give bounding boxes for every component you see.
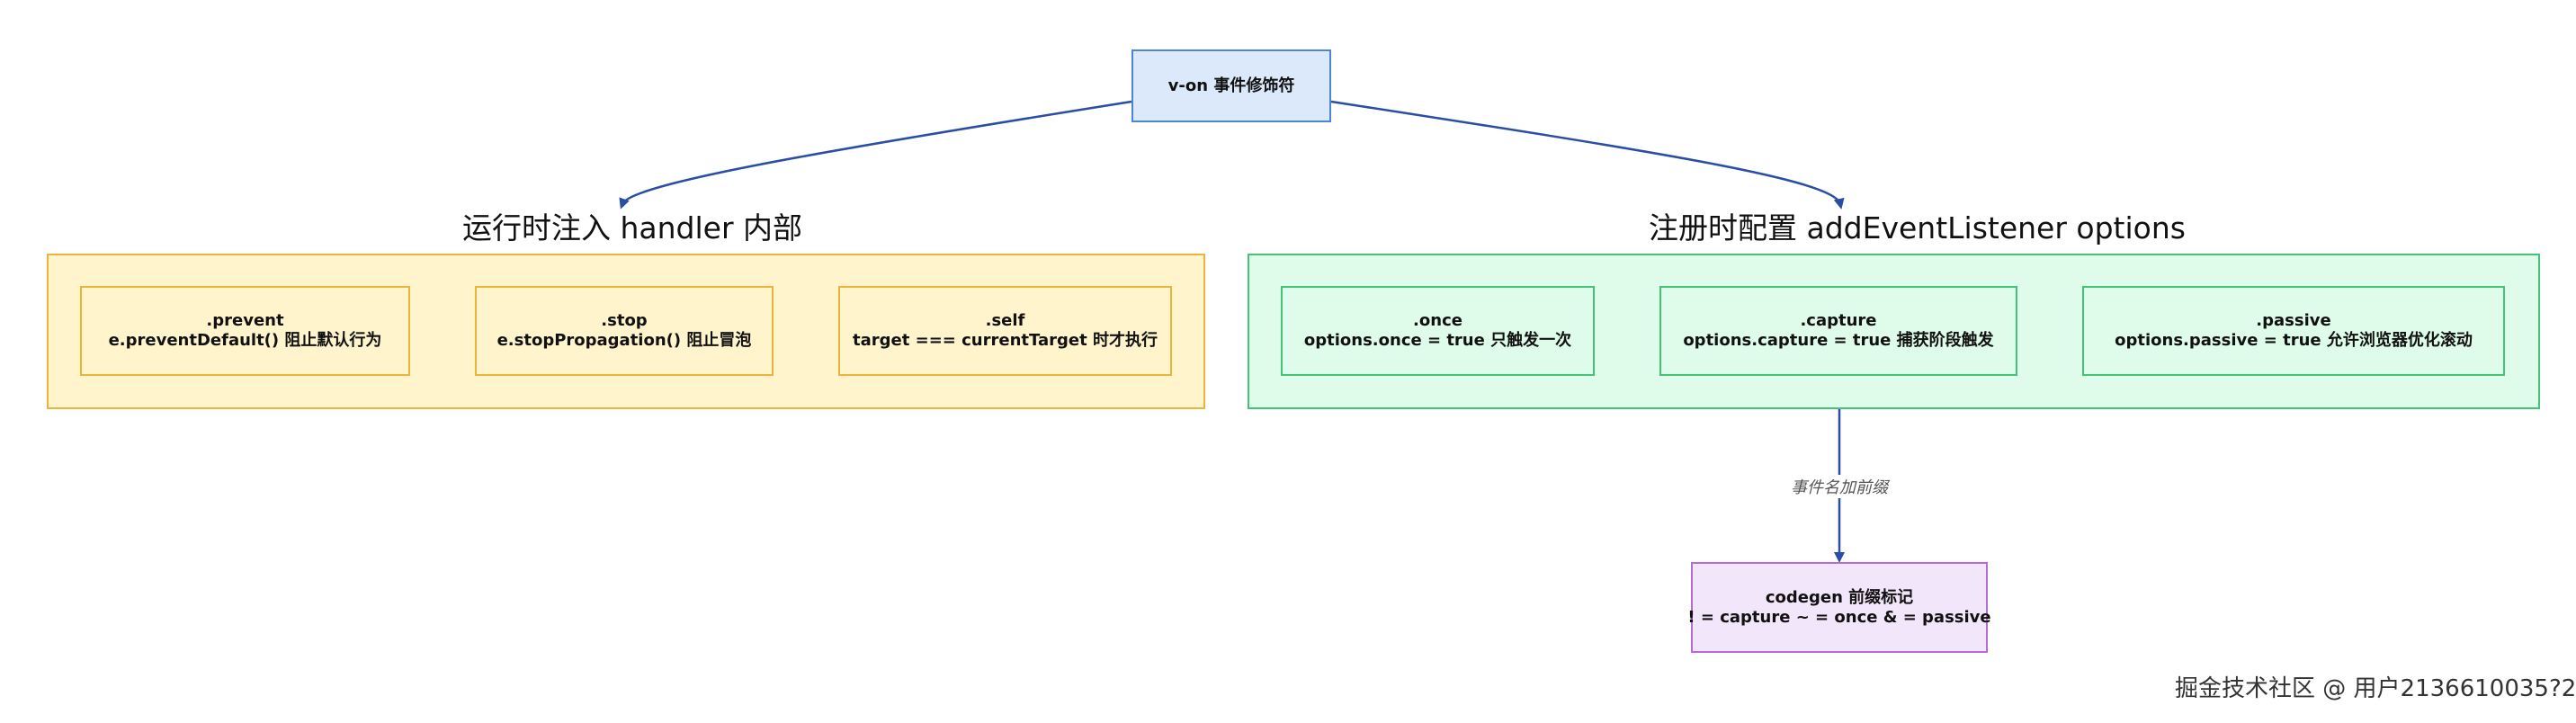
once-node-name: .once [1413,311,1462,330]
watermark: 掘金技术社区 @ 用户2136610035?2 [2175,675,2576,702]
capture-node: .capture options.capture = true 捕获阶段触发 [1659,286,2017,376]
self-node-name: .self [985,311,1025,330]
once-node-desc: options.once = true 只触发一次 [1303,331,1572,350]
edge-root-to-runtime [619,100,1132,210]
prevent-node-name: .prevent [206,311,284,330]
stop-node: .stop e.stopPropagation() 阻止冒泡 [475,286,774,376]
runtime-group-title: 运行时注入 handler 内部 [462,210,803,245]
capture-node-desc: options.capture = true 捕获阶段触发 [1683,331,1994,350]
codegen-node-desc: ! = capture ~ = once & = passive [1687,607,1991,627]
edge-root-to-register [1330,100,1845,210]
stop-node-desc: e.stopPropagation() 阻止冒泡 [496,331,752,350]
edge-label-prefix: 事件名加前缀 [1787,475,1892,498]
passive-node: .passive options.passive = true 允许浏览器优化滚… [2082,286,2505,376]
prevent-node: .prevent e.preventDefault() 阻止默认行为 [80,286,410,376]
codegen-node: codegen 前缀标记 ! = capture ~ = once & = pa… [1687,562,1991,653]
passive-node-desc: options.passive = true 允许浏览器优化滚动 [2115,331,2473,350]
passive-node-name: .passive [2256,311,2331,330]
self-node: .self target === currentTarget 时才执行 [838,286,1172,376]
root-node-label: v-on 事件修饰符 [1167,76,1295,95]
self-node-desc: target === currentTarget 时才执行 [853,331,1158,350]
root-node: v-on 事件修饰符 [1131,49,1331,122]
once-node: .once options.once = true 只触发一次 [1281,286,1595,376]
register-group-title: 注册时配置 addEventListener options [1649,210,2186,245]
capture-node-name: .capture [1800,311,1877,330]
prevent-node-desc: e.preventDefault() 阻止默认行为 [108,331,382,350]
codegen-node-title: codegen 前缀标记 [1765,587,1914,607]
stop-node-name: .stop [601,311,648,330]
